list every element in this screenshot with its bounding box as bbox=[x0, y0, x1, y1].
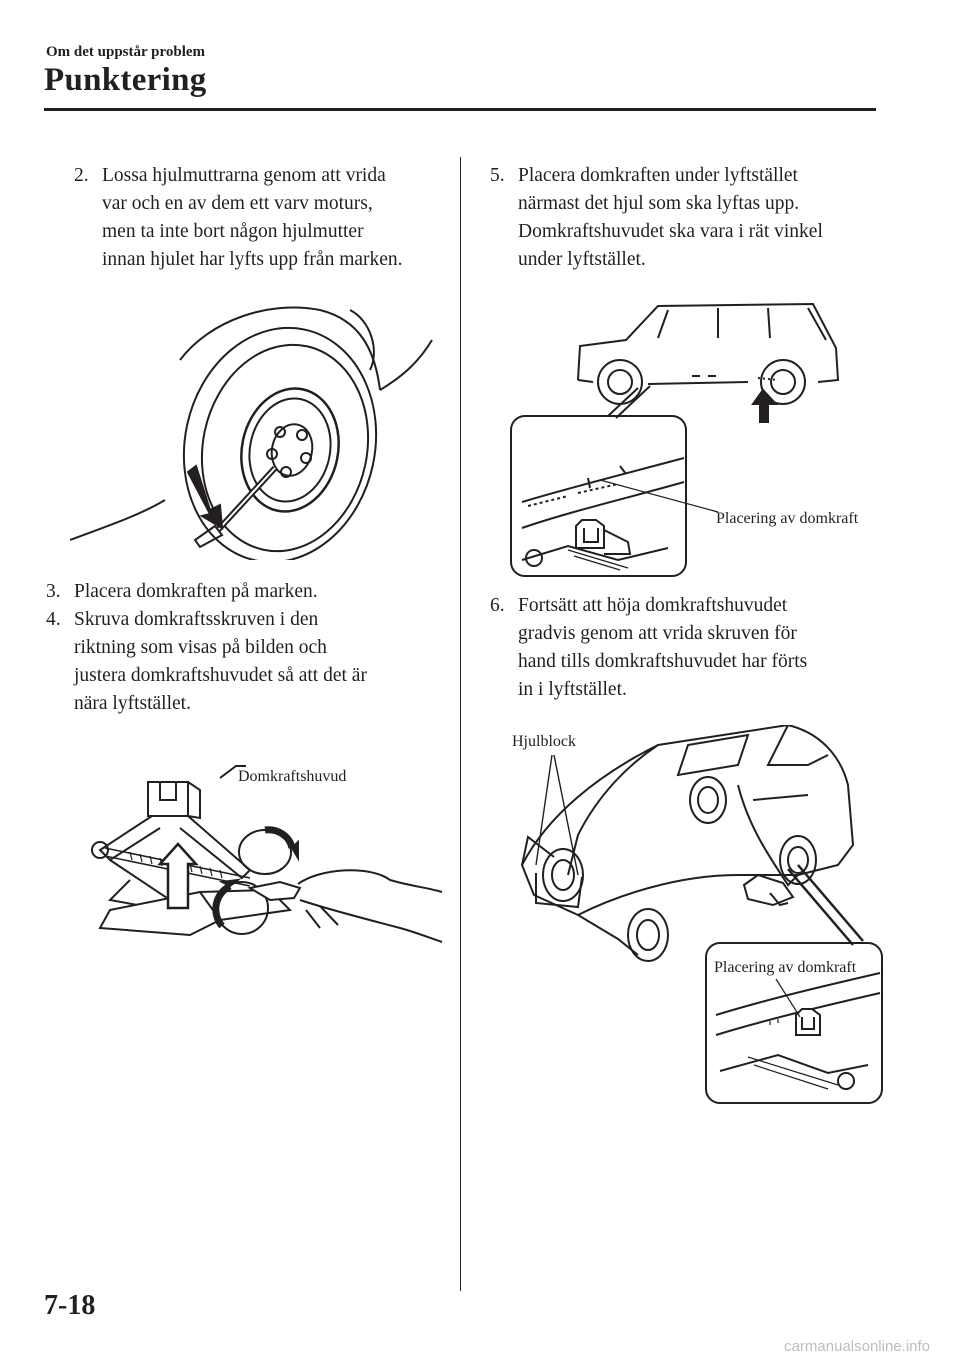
section-heading: Om det uppstår problem bbox=[46, 44, 206, 60]
wheel-wrench-illustration bbox=[70, 290, 440, 560]
step-text: Placera domkraften under lyftstället när… bbox=[518, 165, 823, 270]
step-text: Skruva domkraftsskruven i den riktning s… bbox=[74, 609, 367, 714]
title-rule bbox=[44, 108, 876, 111]
step-text: Lossa hjulmuttrarna genom att vrida var … bbox=[102, 165, 403, 270]
jack-point-label-2: Placering av domkraft bbox=[714, 959, 857, 976]
step-6: 6. Fortsätt att höja domkraftshuvudet gr… bbox=[490, 592, 890, 704]
jack-point-label-1: Placering av domkraft bbox=[716, 510, 859, 527]
step-number: 2. bbox=[74, 165, 89, 186]
step-2: 2. Lossa hjulmuttrarna genom att vrida v… bbox=[74, 162, 454, 274]
wheel-block-label: Hjulblock bbox=[512, 733, 576, 750]
step-number: 4. bbox=[46, 609, 61, 630]
step-5: 5. Placera domkraften under lyftstället … bbox=[490, 162, 890, 274]
jack-point-illustration: Placering av domkraft bbox=[508, 298, 858, 583]
step-text: Placera domkraften på marken. bbox=[74, 581, 318, 602]
step-text: Fortsätt att höja domkraftshuvudet gradv… bbox=[518, 595, 808, 700]
page-number: 7-18 bbox=[44, 1290, 96, 1321]
step-3: 3. Placera domkraften på marken. bbox=[46, 578, 456, 606]
jack-head-label: Domkraftshuvud bbox=[238, 768, 347, 785]
step-number: 5. bbox=[490, 165, 505, 186]
watermark: carmanualsonline.info bbox=[784, 1338, 930, 1355]
page-title: Punktering bbox=[44, 62, 207, 98]
step-4: 4. Skruva domkraftsskruven i den riktnin… bbox=[46, 606, 456, 718]
scissor-jack-illustration: Domkraftshuvud bbox=[70, 760, 450, 960]
step-number: 6. bbox=[490, 595, 505, 616]
step-number: 3. bbox=[46, 581, 61, 602]
column-divider bbox=[460, 157, 461, 1291]
wheel-block-illustration: Hjulblock Placering av domkraft bbox=[508, 725, 893, 1110]
